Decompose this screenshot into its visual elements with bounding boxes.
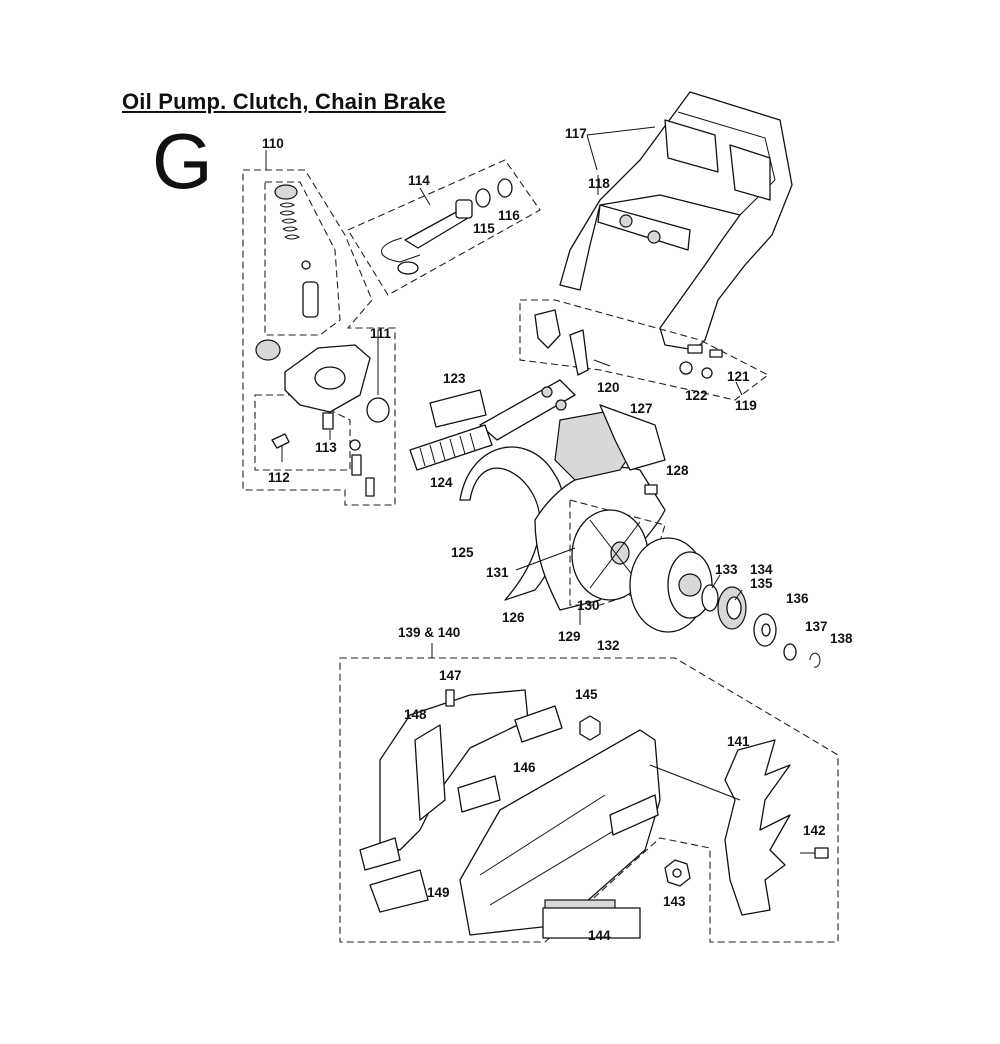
pump-ball [301, 260, 311, 270]
handle-window-left [664, 119, 719, 173]
callout-133: 133 [715, 562, 738, 577]
pump-seal [255, 339, 281, 361]
hose-grommet [497, 178, 513, 198]
hose-end [397, 261, 419, 275]
oil-pump-group-outline [242, 169, 396, 506]
lock-washer [783, 643, 797, 661]
worm-drive [366, 397, 390, 423]
link-washer [679, 361, 693, 375]
clutch-hub [610, 541, 630, 565]
cover-slot [609, 794, 659, 836]
chain-cover-decal [542, 907, 641, 939]
spring-cover [429, 389, 487, 428]
callout-122: 122 [685, 388, 708, 403]
pump-screw [322, 412, 334, 430]
callout-131: 131 [486, 565, 509, 580]
brake-spring-lever [569, 329, 589, 376]
callout-127: 127 [630, 401, 653, 416]
brake-lever [534, 309, 561, 349]
clutch-group [515, 499, 821, 668]
drum-hub [678, 573, 702, 597]
oil-pump-subgroup-outline [264, 181, 341, 336]
callout-137: 137 [805, 619, 828, 634]
chain-guide-insert [369, 869, 429, 913]
callout-143: 143 [663, 894, 686, 909]
adjuster-screw [274, 184, 298, 200]
hose-clip [475, 188, 491, 208]
brake-band-group [409, 379, 666, 611]
oil-pump-group [242, 150, 396, 506]
handle-window-right [729, 144, 771, 201]
callout-125: 125 [451, 545, 474, 560]
callout-130: 130 [577, 598, 600, 613]
pump-spring [279, 202, 300, 240]
callout-115: 115 [473, 221, 495, 236]
chain-catcher-upper [514, 705, 563, 743]
spike-screw [814, 847, 829, 859]
callout-118: 118 [588, 176, 610, 191]
chain-brake-handle-group [559, 91, 793, 351]
chain-cover [459, 729, 661, 936]
brake-linkage-group [519, 299, 770, 401]
circlip [809, 652, 821, 668]
callout-112: 112 [268, 470, 290, 485]
brake-spring [409, 424, 493, 471]
callout-123: 123 [443, 371, 466, 386]
callout-110: 110 [262, 136, 284, 151]
cover-screw [445, 689, 455, 707]
link-pin [687, 344, 703, 354]
callout-113: 113 [315, 440, 337, 455]
callout-111: 111 [370, 326, 392, 341]
callout-135: 135 [750, 576, 773, 591]
callout-126: 126 [502, 610, 525, 625]
callout-117: 117 [565, 126, 587, 141]
callout-136: 136 [786, 591, 809, 606]
oil-hose-group [347, 159, 541, 296]
hose-filter [455, 199, 473, 219]
callout-148: 148 [404, 707, 427, 722]
brake-linkage-outline [519, 299, 770, 401]
section-letter: G [152, 117, 213, 205]
bumper-spike [724, 739, 791, 916]
cover-nut [579, 715, 601, 741]
callout-145: 145 [575, 687, 598, 702]
callout-labels: 110 111 112 113 114 115 116 117 118 119 … [262, 126, 853, 943]
oil-hose-nipple [271, 433, 290, 449]
chain-cover-group-outline [339, 657, 839, 943]
callout-139-140: 139 & 140 [398, 625, 460, 640]
pump-piston [302, 281, 319, 318]
callout-142: 142 [803, 823, 826, 838]
needle-bearing [701, 584, 719, 612]
callout-138: 138 [830, 631, 853, 646]
handle-plate [597, 204, 691, 251]
link-circlip [701, 367, 713, 379]
callout-128: 128 [666, 463, 689, 478]
callout-149: 149 [427, 885, 450, 900]
callout-114: 114 [408, 173, 430, 188]
callout-129: 129 [558, 629, 581, 644]
callout-147: 147 [439, 668, 462, 683]
callout-134: 134 [750, 562, 773, 577]
callout-120: 120 [597, 380, 620, 395]
shield-bracket [599, 404, 666, 471]
chain-cover-group [339, 643, 839, 943]
oil-hose-group-outline [347, 159, 541, 296]
pump-bore [314, 366, 346, 390]
callout-144: 144 [588, 928, 611, 943]
callout-132: 132 [597, 638, 620, 653]
callout-124: 124 [430, 475, 453, 490]
diagram-title: Oil Pump. Clutch, Chain Brake [122, 89, 446, 114]
shield-screw [644, 484, 658, 495]
callout-116: 116 [498, 208, 520, 223]
callout-119: 119 [735, 398, 757, 413]
callout-141: 141 [727, 734, 750, 749]
callout-121: 121 [727, 369, 750, 384]
chain-catcher-lower [457, 775, 501, 813]
callout-146: 146 [513, 760, 536, 775]
